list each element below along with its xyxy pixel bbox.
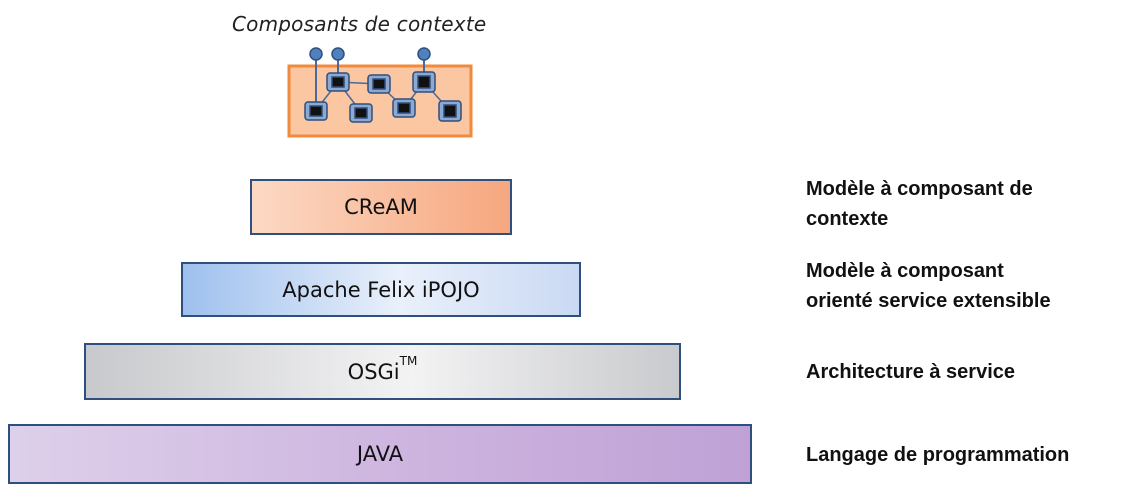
layer-cream: CReAM (250, 179, 512, 235)
layer-java: JAVA (8, 424, 752, 484)
trademark-superscript: TM (399, 353, 418, 368)
layer-osgi-description: Architecture à service (806, 361, 1016, 383)
layer-osgi-label: OSGiTM (347, 353, 418, 384)
layer-java-label: JAVA (356, 442, 404, 466)
layer-osgi: OSGiTM (84, 343, 681, 400)
layer-cream-label: CReAM (344, 195, 418, 219)
layer-ipojo-description: Modèle à composant orienté service exten… (806, 260, 1051, 312)
layer-ipojo-label: Apache Felix iPOJO (282, 277, 480, 302)
layer-cream-description: Modèle à composant de contexte (806, 178, 1033, 230)
layer-ipojo: Apache Felix iPOJO (181, 262, 581, 317)
context-components-title: Composants de contexte (232, 12, 487, 36)
layer-java-description: Langage de programmation (806, 444, 1070, 466)
context-components-graph-icon (287, 47, 473, 138)
